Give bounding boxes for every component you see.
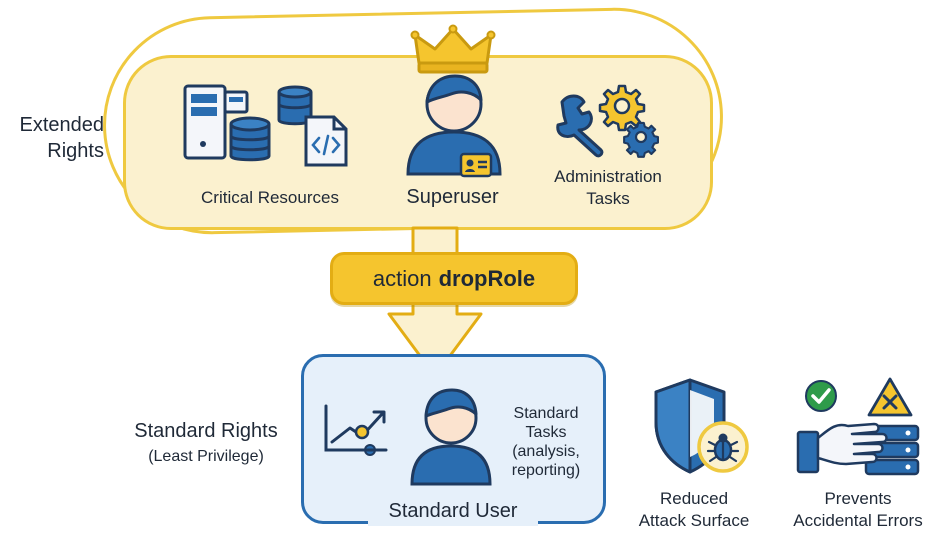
action-prefix: action — [372, 265, 432, 291]
chart-icon — [324, 404, 388, 456]
prevents-errors-label: Prevents Accidental Errors — [780, 488, 936, 532]
reduced-line1: Reduced — [659, 489, 729, 508]
gear-icon-small — [623, 121, 659, 158]
administration-line2: Tasks — [586, 189, 630, 208]
standard-tasks-line4: reporting) — [511, 462, 581, 479]
standard-tasks-line2: Tasks — [525, 424, 567, 441]
critical-resources-label: Critical Resources — [201, 188, 339, 207]
id-badge-icon — [459, 152, 493, 178]
standard-user-avatar-icon — [410, 388, 492, 486]
superuser-label: Superuser — [406, 186, 499, 208]
gear-icon — [598, 84, 646, 132]
reduced-line2: Attack Surface — [638, 511, 750, 530]
standard-tasks-line3: (analysis, — [512, 443, 580, 460]
action-dropRole-pill: action dropRole — [330, 252, 578, 305]
crown-icon — [410, 24, 496, 74]
database-icon-small — [277, 85, 313, 126]
standard-tasks-line1: Standard — [513, 405, 579, 422]
standard-rights-line1: Standard Rights — [134, 420, 278, 442]
standard-tasks-label: Standard Tasks (analysis, reporting) — [498, 404, 594, 480]
extended-rights-label: Extended Rights — [8, 112, 104, 164]
extended-rights-line2: Rights — [47, 140, 104, 162]
administration-label: Administration Tasks — [538, 166, 678, 210]
wrench-icon — [556, 94, 604, 158]
standard-user-label: Standard User — [368, 496, 538, 526]
action-name: dropRole — [438, 265, 536, 291]
hand-icon — [796, 422, 888, 474]
check-icon — [805, 380, 837, 412]
server-icon — [183, 84, 249, 160]
bug-icon — [697, 421, 749, 473]
reduced-attack-surface-label: Reduced Attack Surface — [624, 488, 764, 532]
database-icon — [229, 116, 271, 162]
warning-icon — [867, 377, 913, 417]
code-file-icon — [304, 115, 348, 167]
extended-rights-line1: Extended — [19, 114, 104, 136]
prevents-line1: Prevents — [824, 489, 892, 508]
administration-line1: Administration — [554, 167, 662, 186]
standard-rights-label: Standard Rights (Least Privilege) — [108, 418, 304, 470]
prevents-line2: Accidental Errors — [793, 511, 923, 530]
standard-rights-line2: (Least Privilege) — [148, 448, 264, 465]
